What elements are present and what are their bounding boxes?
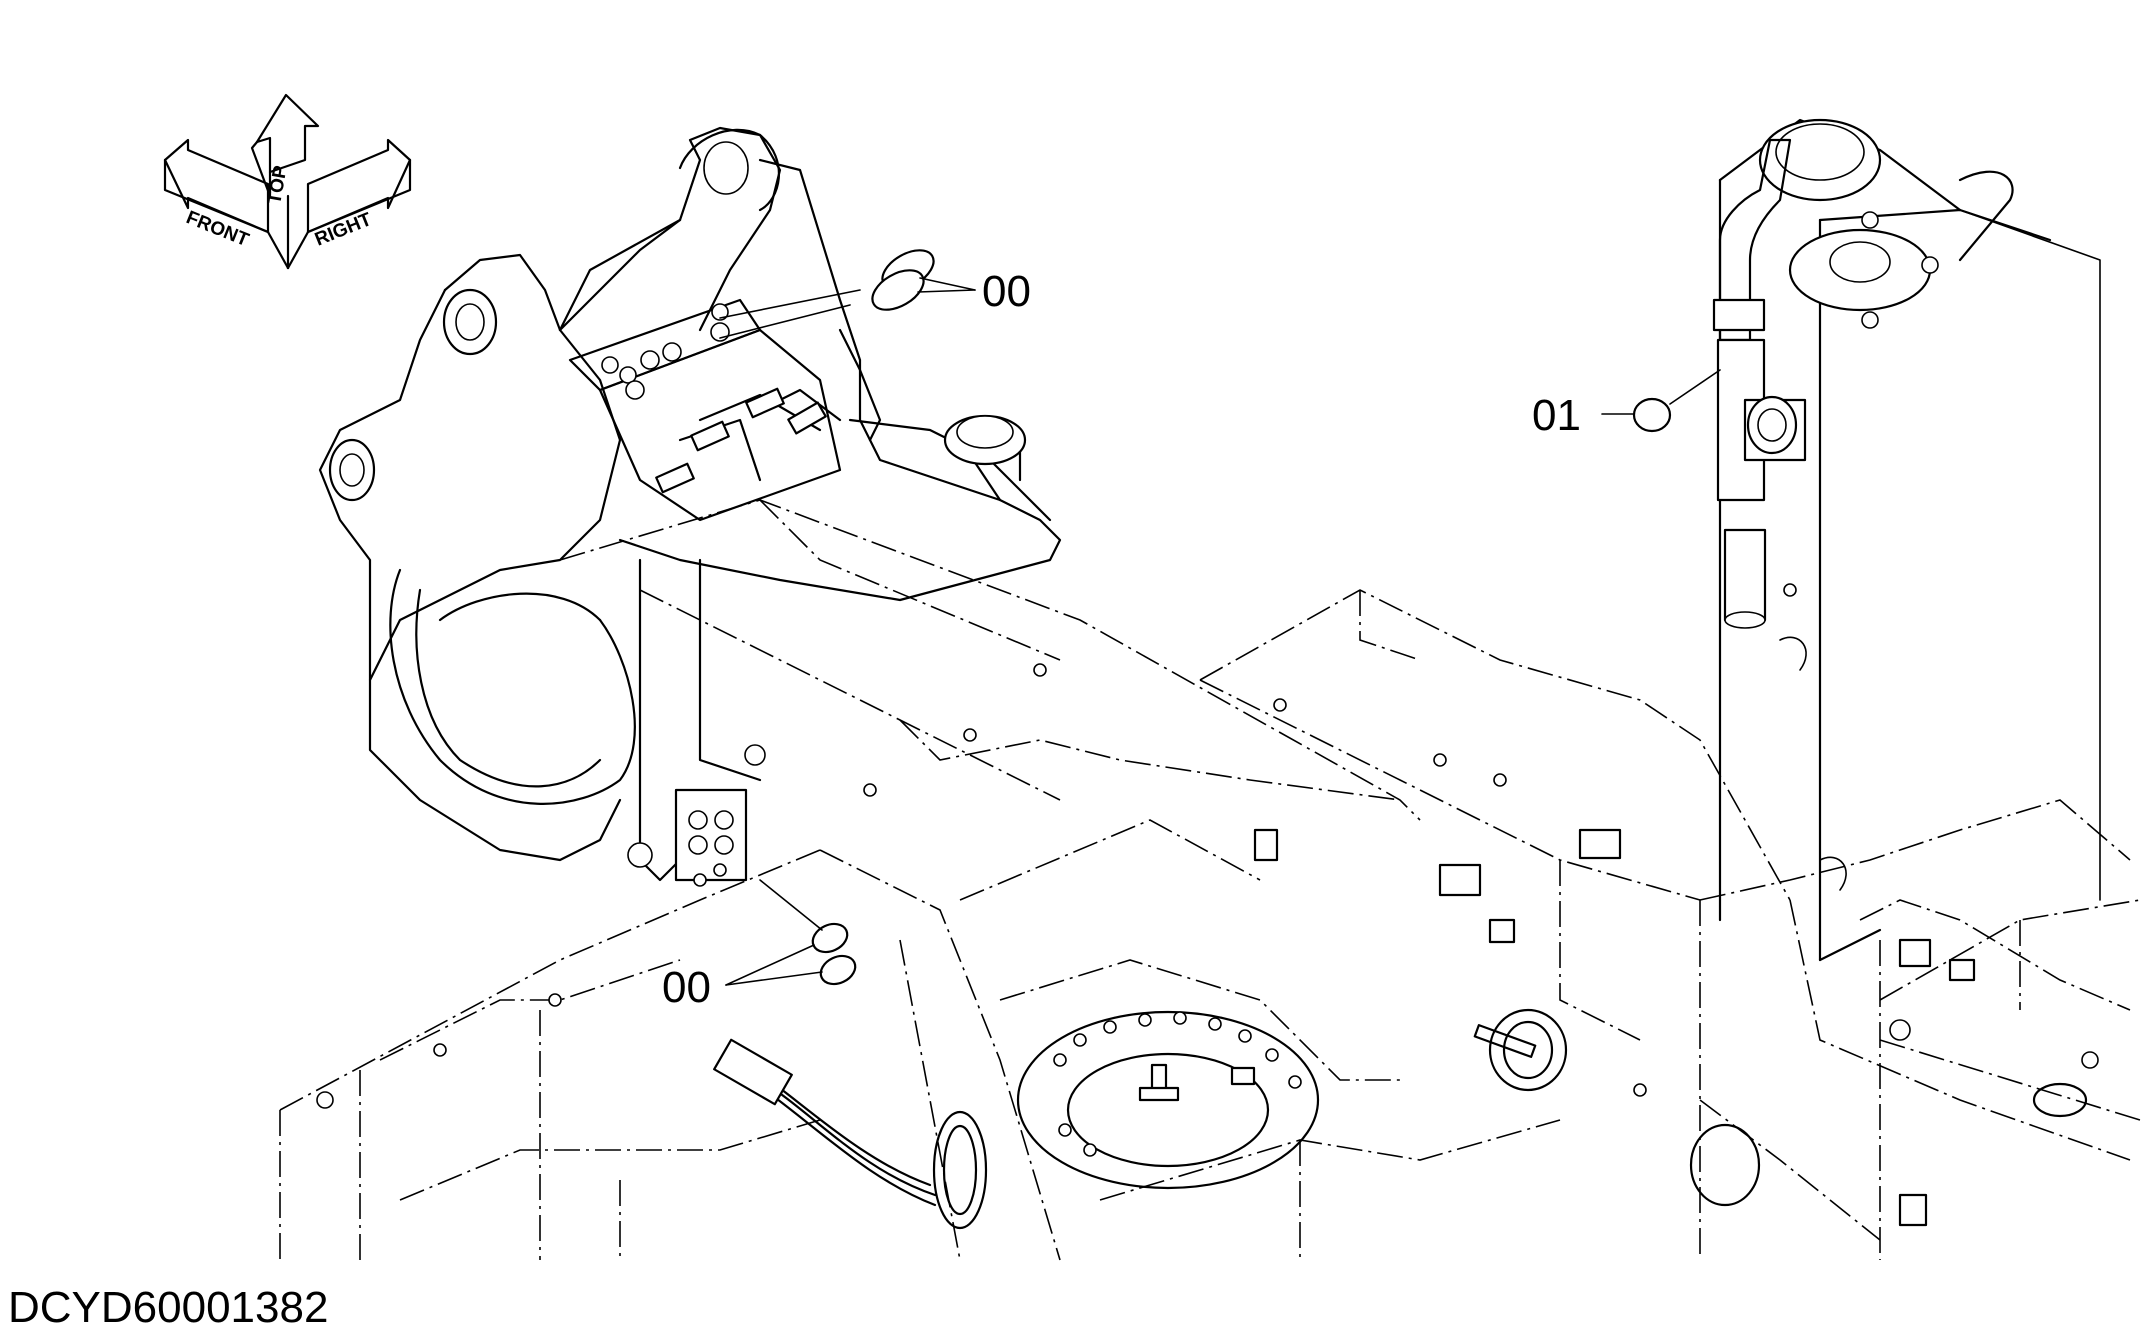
callout-01: 01: [1532, 369, 1721, 440]
plug-part: [871, 269, 925, 311]
plug-part: [819, 954, 857, 986]
swing-bracket: [318, 126, 1062, 882]
callout-00-lower: 00: [662, 879, 857, 1012]
orientation-indicator: TOP FRONT RIGHT: [163, 93, 412, 270]
hose-routing: [713, 1008, 1568, 1230]
tank-assembly: [1712, 118, 2101, 962]
front-label: FRONT: [183, 207, 252, 251]
right-label: RIGHT: [312, 209, 375, 251]
main-frame: [279, 499, 2141, 1261]
swing-bearing: [1016, 1010, 1320, 1190]
callout-label: 00: [662, 963, 711, 1012]
callout-label: 00: [982, 267, 1031, 316]
frame-fasteners: [316, 583, 2099, 1227]
drawing-code: DCYD60001382: [8, 1283, 328, 1332]
callout-00-upper: 00: [719, 249, 1031, 339]
plug-part: [1632, 397, 1672, 433]
callout-label: 01: [1532, 391, 1581, 440]
